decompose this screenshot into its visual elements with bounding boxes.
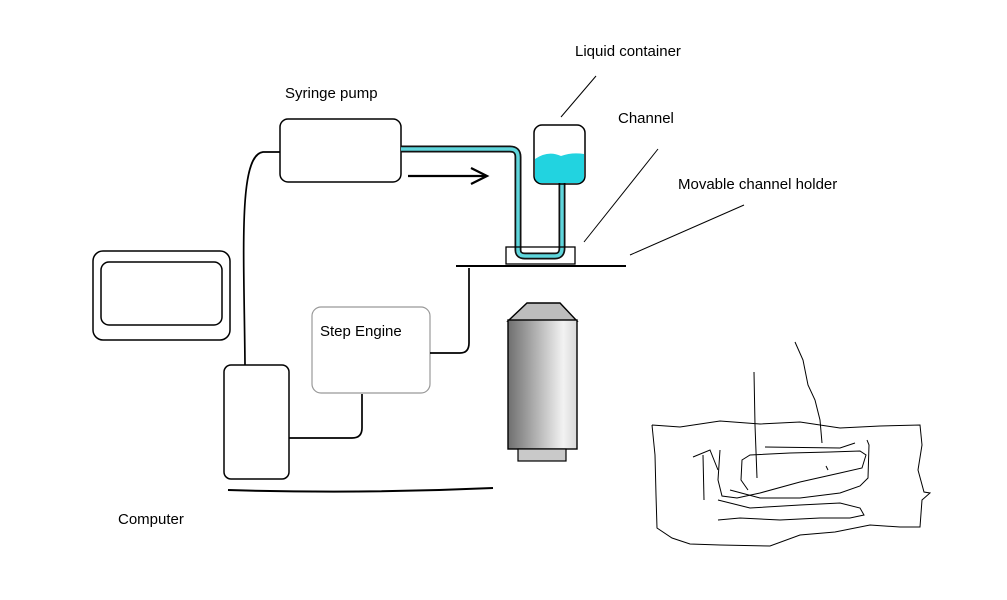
label-computer: Computer xyxy=(118,511,184,528)
table-line xyxy=(227,487,494,493)
label-step-engine: Step Engine xyxy=(320,323,402,340)
label-liquid-container: Liquid container xyxy=(575,43,681,60)
channel-chip xyxy=(505,246,576,265)
monitor-icon xyxy=(92,250,231,341)
microscope-objective-icon xyxy=(506,302,579,462)
leader-channel xyxy=(583,148,659,243)
cable-computer-step-engine xyxy=(289,394,363,439)
leader-liquid-container xyxy=(560,75,597,118)
label-movable-channel-holder: Movable channel holder xyxy=(678,176,838,193)
computer-box xyxy=(223,364,290,480)
tube-liquid xyxy=(401,147,564,258)
label-syringe-pump: Syringe pump xyxy=(285,85,378,102)
label-channel: Channel xyxy=(618,110,674,127)
liquid-container xyxy=(533,124,586,185)
arrow-right-icon xyxy=(408,167,490,185)
leader-channel-holder xyxy=(629,204,745,256)
freehand-scribble xyxy=(651,341,932,547)
syringe-pump-box xyxy=(279,118,402,183)
step-engine-box xyxy=(311,306,431,394)
cable-computer-syringe xyxy=(242,151,280,366)
cable-step-engine-stage xyxy=(430,268,470,354)
